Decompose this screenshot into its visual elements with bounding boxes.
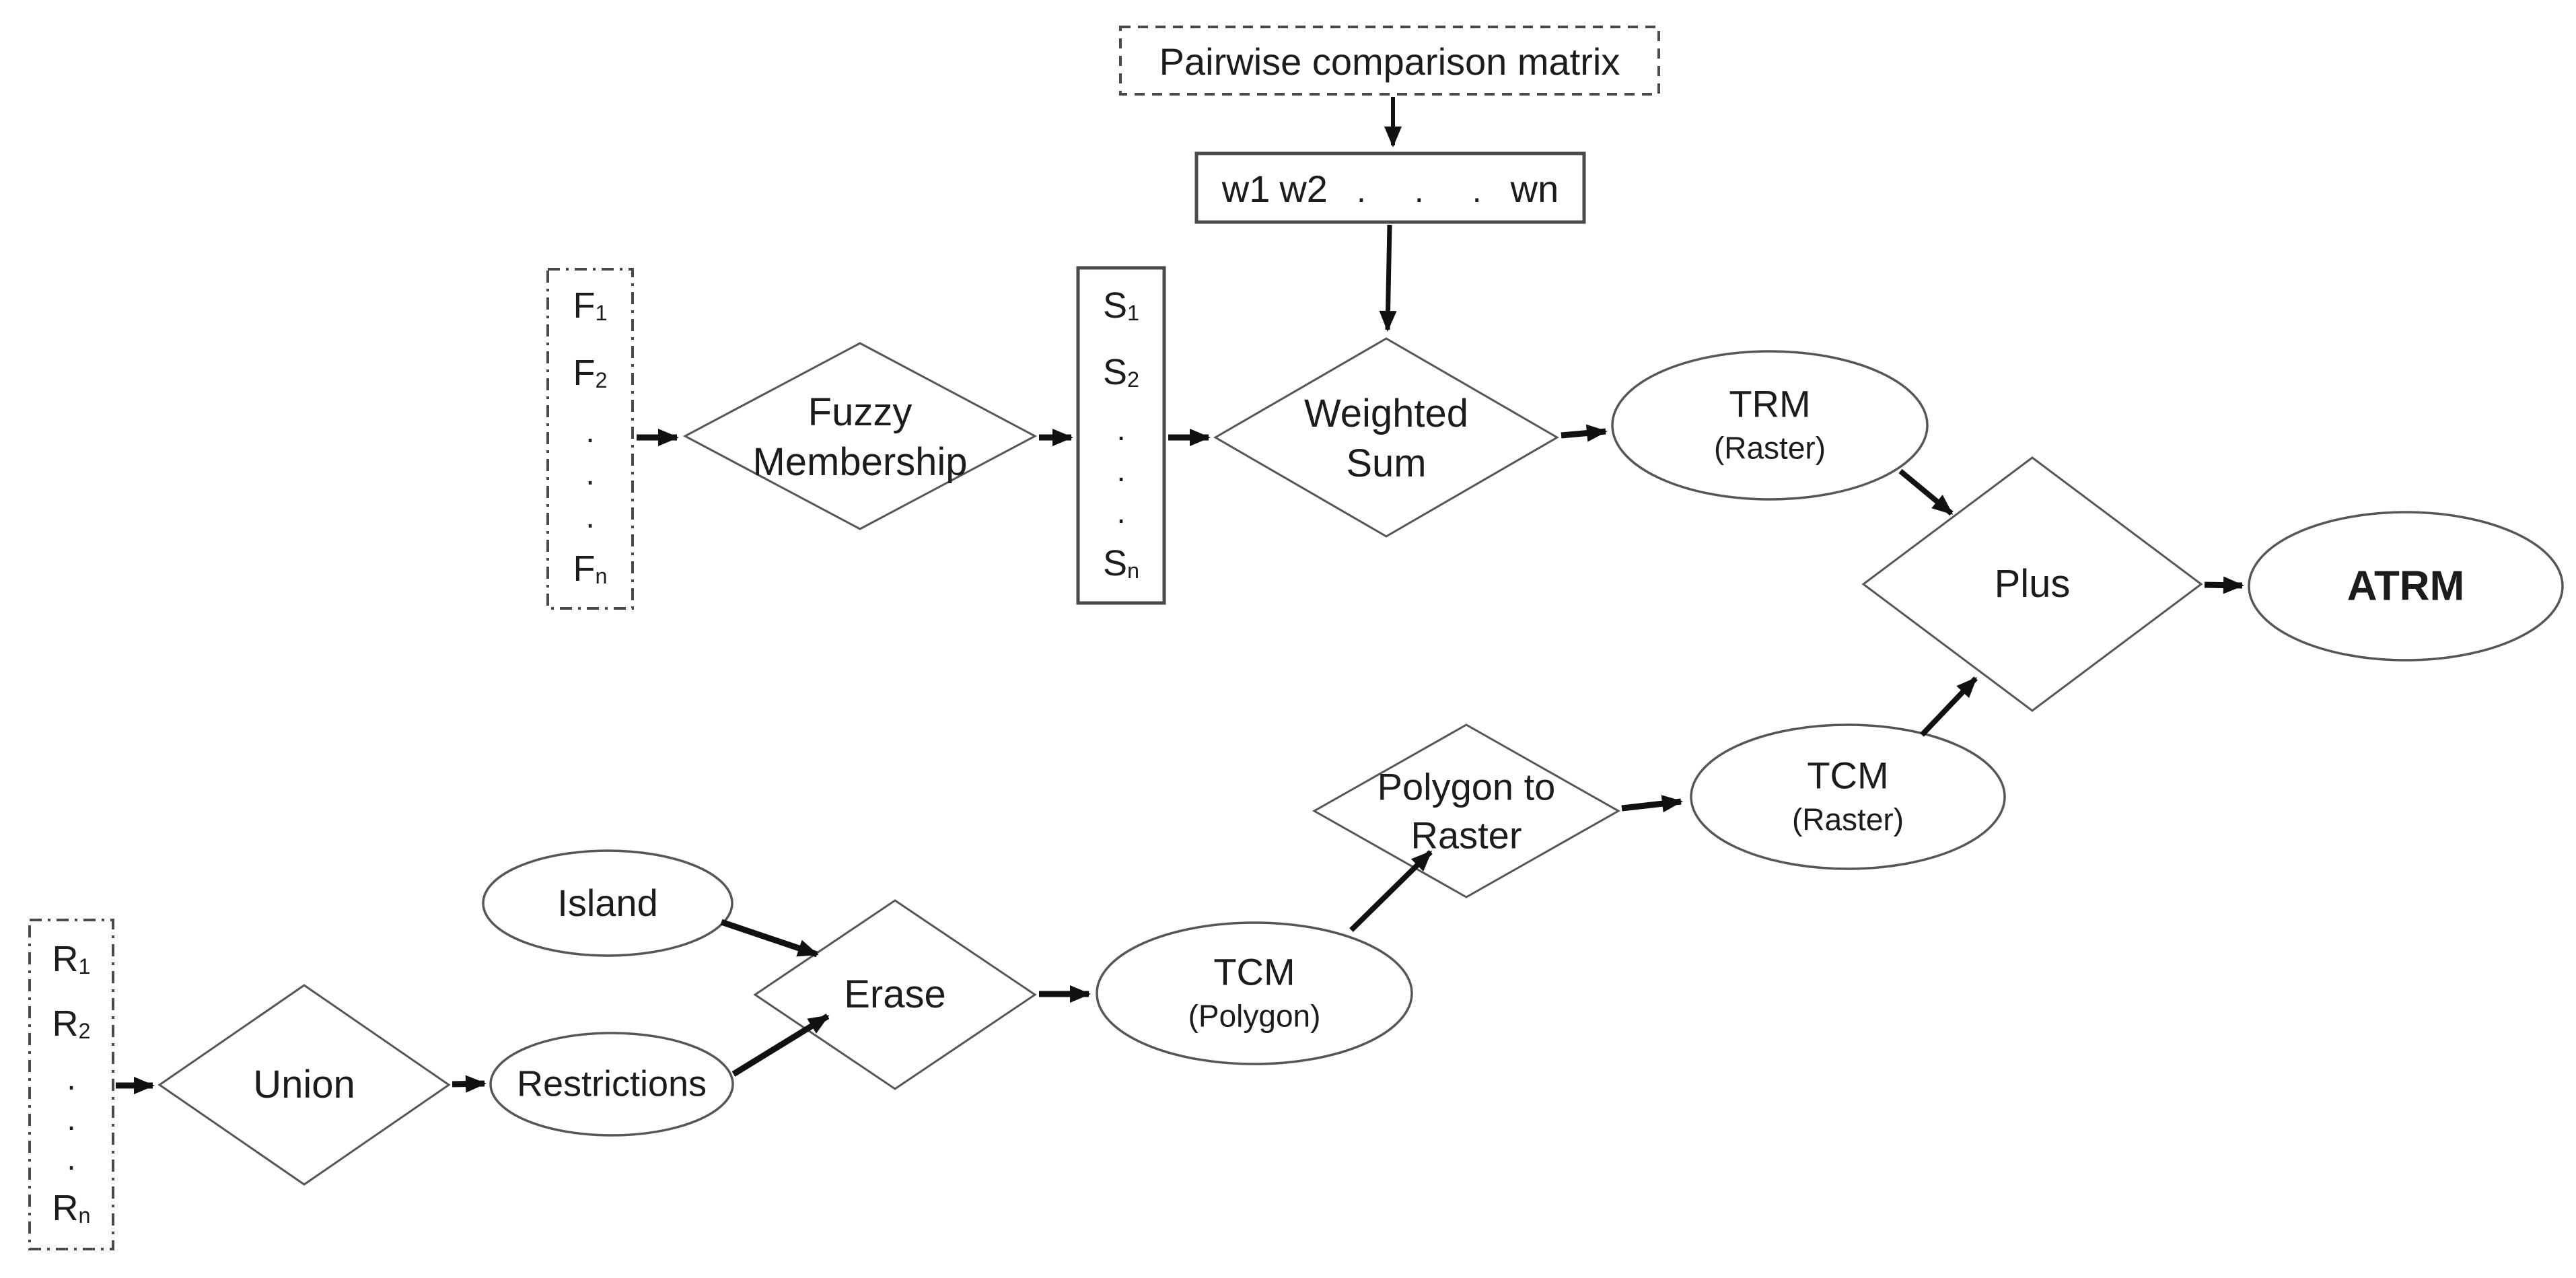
weights-row: w1 w2 . . . wn bbox=[1217, 165, 1564, 213]
plus-diamond-shape bbox=[1861, 456, 2203, 712]
label-tcm-raster: TCM (Raster) bbox=[1792, 752, 1904, 840]
label-fuzzy-membership: Fuzzy Membership bbox=[752, 388, 967, 487]
island-ellipse-shape bbox=[482, 849, 734, 957]
scores-box: S1 S2 . . . Sn bbox=[1078, 268, 1164, 603]
union-diamond-shape bbox=[157, 984, 451, 1186]
stack-item: Fn bbox=[573, 548, 607, 596]
label-line-1: TCM bbox=[1213, 950, 1295, 993]
arrow-trm-to-plus bbox=[1898, 468, 1954, 516]
label-line-1: TRM bbox=[1729, 382, 1811, 425]
item-base: S bbox=[1102, 285, 1127, 326]
stack-ellipsis-dot: . bbox=[585, 499, 595, 535]
factors-box: F1 F2 . . . Fn bbox=[548, 269, 633, 608]
label-plus: Plus bbox=[1994, 561, 2071, 606]
label-polygon-to-raster: Polygon to Raster bbox=[1378, 762, 1556, 859]
item-subscript: n bbox=[595, 563, 608, 588]
arrow-island-to-erase bbox=[720, 919, 819, 958]
stack-item: Sn bbox=[1103, 543, 1139, 591]
stack-item: F2 bbox=[573, 353, 607, 400]
tcm-raster-ellipse-shape bbox=[1690, 723, 2006, 870]
stack-ellipsis-dot: . bbox=[1116, 411, 1126, 448]
item-base: F bbox=[573, 353, 596, 394]
item-subscript: 1 bbox=[78, 954, 91, 979]
stack-item: S1 bbox=[1103, 285, 1139, 333]
factors-box-shape bbox=[546, 268, 634, 610]
scores-box-shape bbox=[1076, 266, 1166, 605]
item-base: R bbox=[52, 1188, 79, 1229]
stack-item: R1 bbox=[52, 939, 90, 987]
item-subscript: 1 bbox=[1127, 300, 1140, 325]
label-line-1: Weighted bbox=[1304, 391, 1468, 435]
pairwise-matrix-box-shape bbox=[1119, 26, 1660, 96]
label-line-2: (Raster) bbox=[1713, 430, 1826, 466]
label-line-2: (Raster) bbox=[1791, 802, 1904, 837]
label-tcm-polygon: TCM (Polygon) bbox=[1188, 948, 1321, 1036]
item-subscript: 2 bbox=[1127, 367, 1140, 392]
weight-w2: w2 bbox=[1279, 168, 1328, 211]
item-base: S bbox=[1102, 351, 1127, 392]
arrow-weights-to-weighted-sum bbox=[1379, 224, 1397, 332]
trm-raster-ellipse-shape bbox=[1611, 350, 1929, 501]
item-subscript: 2 bbox=[78, 1019, 91, 1044]
weighted-sum-diamond-shape bbox=[1213, 337, 1559, 538]
restrictions-ellipse-shape bbox=[489, 1032, 734, 1137]
weight-wn: wn bbox=[1510, 168, 1559, 211]
label-trm-raster: TRM (Raster) bbox=[1714, 380, 1826, 468]
erase-diamond-shape bbox=[753, 899, 1037, 1090]
fuzzy-membership-diamond-shape bbox=[682, 342, 1038, 530]
label-line-2: (Polygon) bbox=[1188, 998, 1321, 1034]
stack-ellipsis-dot: . bbox=[1116, 453, 1126, 489]
tcm-polygon-ellipse-shape bbox=[1096, 921, 1413, 1065]
weights-ellipsis-dot: . bbox=[1472, 172, 1482, 210]
label-union: Union bbox=[253, 1062, 355, 1106]
stack-item: S2 bbox=[1103, 352, 1139, 400]
polygon-to-raster-diamond-shape bbox=[1312, 723, 1621, 898]
arrow-restrictions-to-erase bbox=[731, 1014, 830, 1077]
label-island: Island bbox=[557, 882, 658, 925]
item-base: F bbox=[573, 285, 596, 326]
stack-item: Rn bbox=[52, 1188, 90, 1236]
arrow-polygon-to-raster-to-tcm-raster bbox=[1621, 795, 1683, 813]
stack-ellipsis-dot: . bbox=[585, 456, 595, 493]
label-erase: Erase bbox=[844, 972, 946, 1016]
label-pairwise-comparison-matrix: Pairwise comparison matrix bbox=[1159, 40, 1620, 83]
stack-ellipsis-dot: . bbox=[1116, 495, 1126, 531]
item-subscript: n bbox=[78, 1203, 91, 1228]
stack-ellipsis-dot: . bbox=[585, 413, 595, 450]
weights-ellipsis-dot: . bbox=[1356, 172, 1366, 210]
stack-ellipsis-dot: . bbox=[67, 1141, 76, 1177]
item-subscript: 2 bbox=[595, 368, 608, 393]
restriction-layers-box-shape bbox=[28, 919, 114, 1250]
label-line-2: Membership bbox=[752, 440, 968, 484]
stack-ellipsis-dot: . bbox=[67, 1101, 76, 1137]
label-line-1: TCM bbox=[1807, 754, 1889, 797]
label-weighted-sum: Weighted Sum bbox=[1304, 389, 1468, 489]
label-weights: w1 w2 . . . wn bbox=[1217, 165, 1564, 213]
label-line-1: Fuzzy bbox=[808, 390, 913, 434]
item-subscript: 1 bbox=[595, 300, 608, 325]
label-restrictions: Restrictions bbox=[516, 1063, 707, 1104]
item-base: F bbox=[573, 548, 596, 590]
stack-item: F1 bbox=[573, 285, 607, 333]
stack-ellipsis-dot: . bbox=[67, 1061, 76, 1098]
arrow-tcm-raster-to-plus bbox=[1920, 676, 1978, 737]
label-line-2: Sum bbox=[1346, 441, 1427, 485]
label-atrm: ATRM bbox=[2347, 563, 2465, 610]
weights-box-shape bbox=[1194, 151, 1586, 224]
stack-item: R2 bbox=[52, 1003, 90, 1051]
arrow-weighted-sum-to-trm bbox=[1561, 424, 1608, 442]
item-base: S bbox=[1102, 543, 1127, 584]
restriction-layers-box: R1 R2 . . . Rn bbox=[30, 920, 113, 1249]
label-line-1: Polygon to bbox=[1377, 765, 1556, 808]
item-base: R bbox=[52, 1003, 79, 1044]
label-line-2: Raster bbox=[1410, 814, 1522, 856]
weights-ellipsis-dot: . bbox=[1414, 172, 1424, 210]
arrow-tcm-polygon-to-polygon-to-raster bbox=[1349, 850, 1433, 932]
atrm-ellipse-shape bbox=[2248, 511, 2564, 662]
item-base: R bbox=[52, 939, 79, 979]
item-subscript: n bbox=[1127, 559, 1140, 583]
weight-w1: w1 bbox=[1221, 168, 1271, 211]
